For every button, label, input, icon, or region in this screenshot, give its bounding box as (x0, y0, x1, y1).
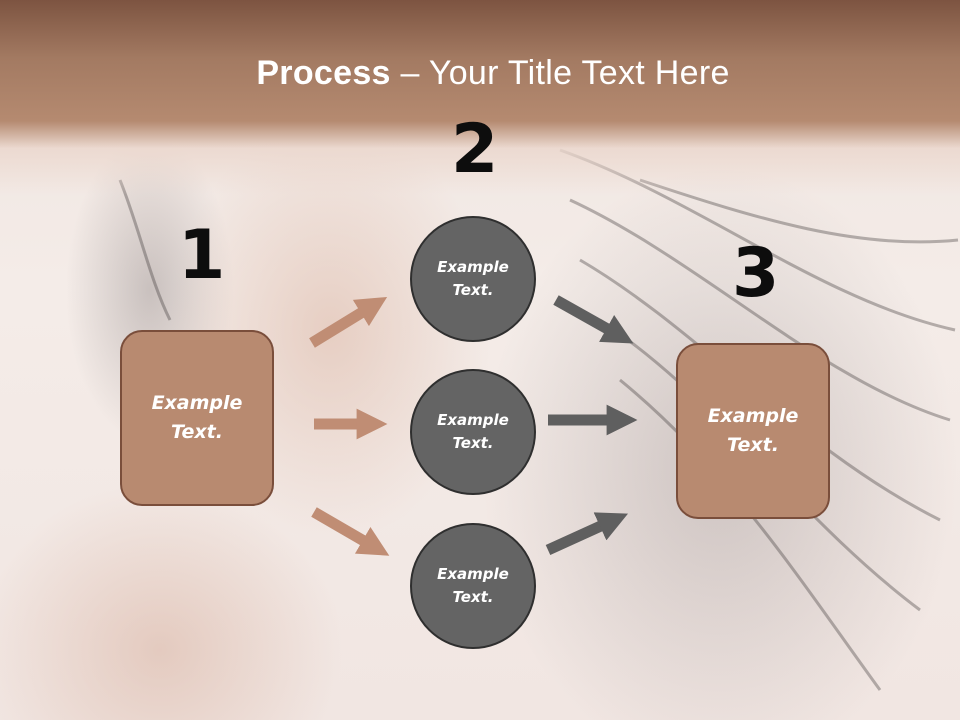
right-step-box: Example Text. (676, 343, 830, 519)
arrow-left-to-bottom (311, 507, 390, 556)
step-number-2: 2 (451, 110, 499, 189)
circle-bottom: Example Text. (410, 523, 536, 649)
right-step-box-label: Example Text. (707, 405, 799, 456)
circle-top-label: Example Text. (437, 258, 509, 299)
title-banner (0, 0, 960, 195)
left-step-box-label: Example Text. (151, 392, 243, 443)
circle-top: Example Text. (410, 216, 536, 342)
arrow-bottom-to-right (545, 512, 629, 556)
circle-bottom-label: Example Text. (437, 565, 509, 606)
left-step-box: Example Text. (120, 330, 274, 506)
title-bold: Process (256, 54, 391, 92)
arrow-left-to-top (309, 296, 388, 348)
step-number-3: 3 (732, 234, 780, 313)
page-title: Process – Your Title Text Here (0, 54, 960, 93)
circle-middle-label: Example Text. (437, 411, 509, 452)
circle-middle: Example Text. (410, 369, 536, 495)
title-rest: – Your Title Text Here (390, 54, 730, 92)
arrow-top-to-right (553, 295, 634, 344)
step-number-1: 1 (178, 216, 226, 295)
